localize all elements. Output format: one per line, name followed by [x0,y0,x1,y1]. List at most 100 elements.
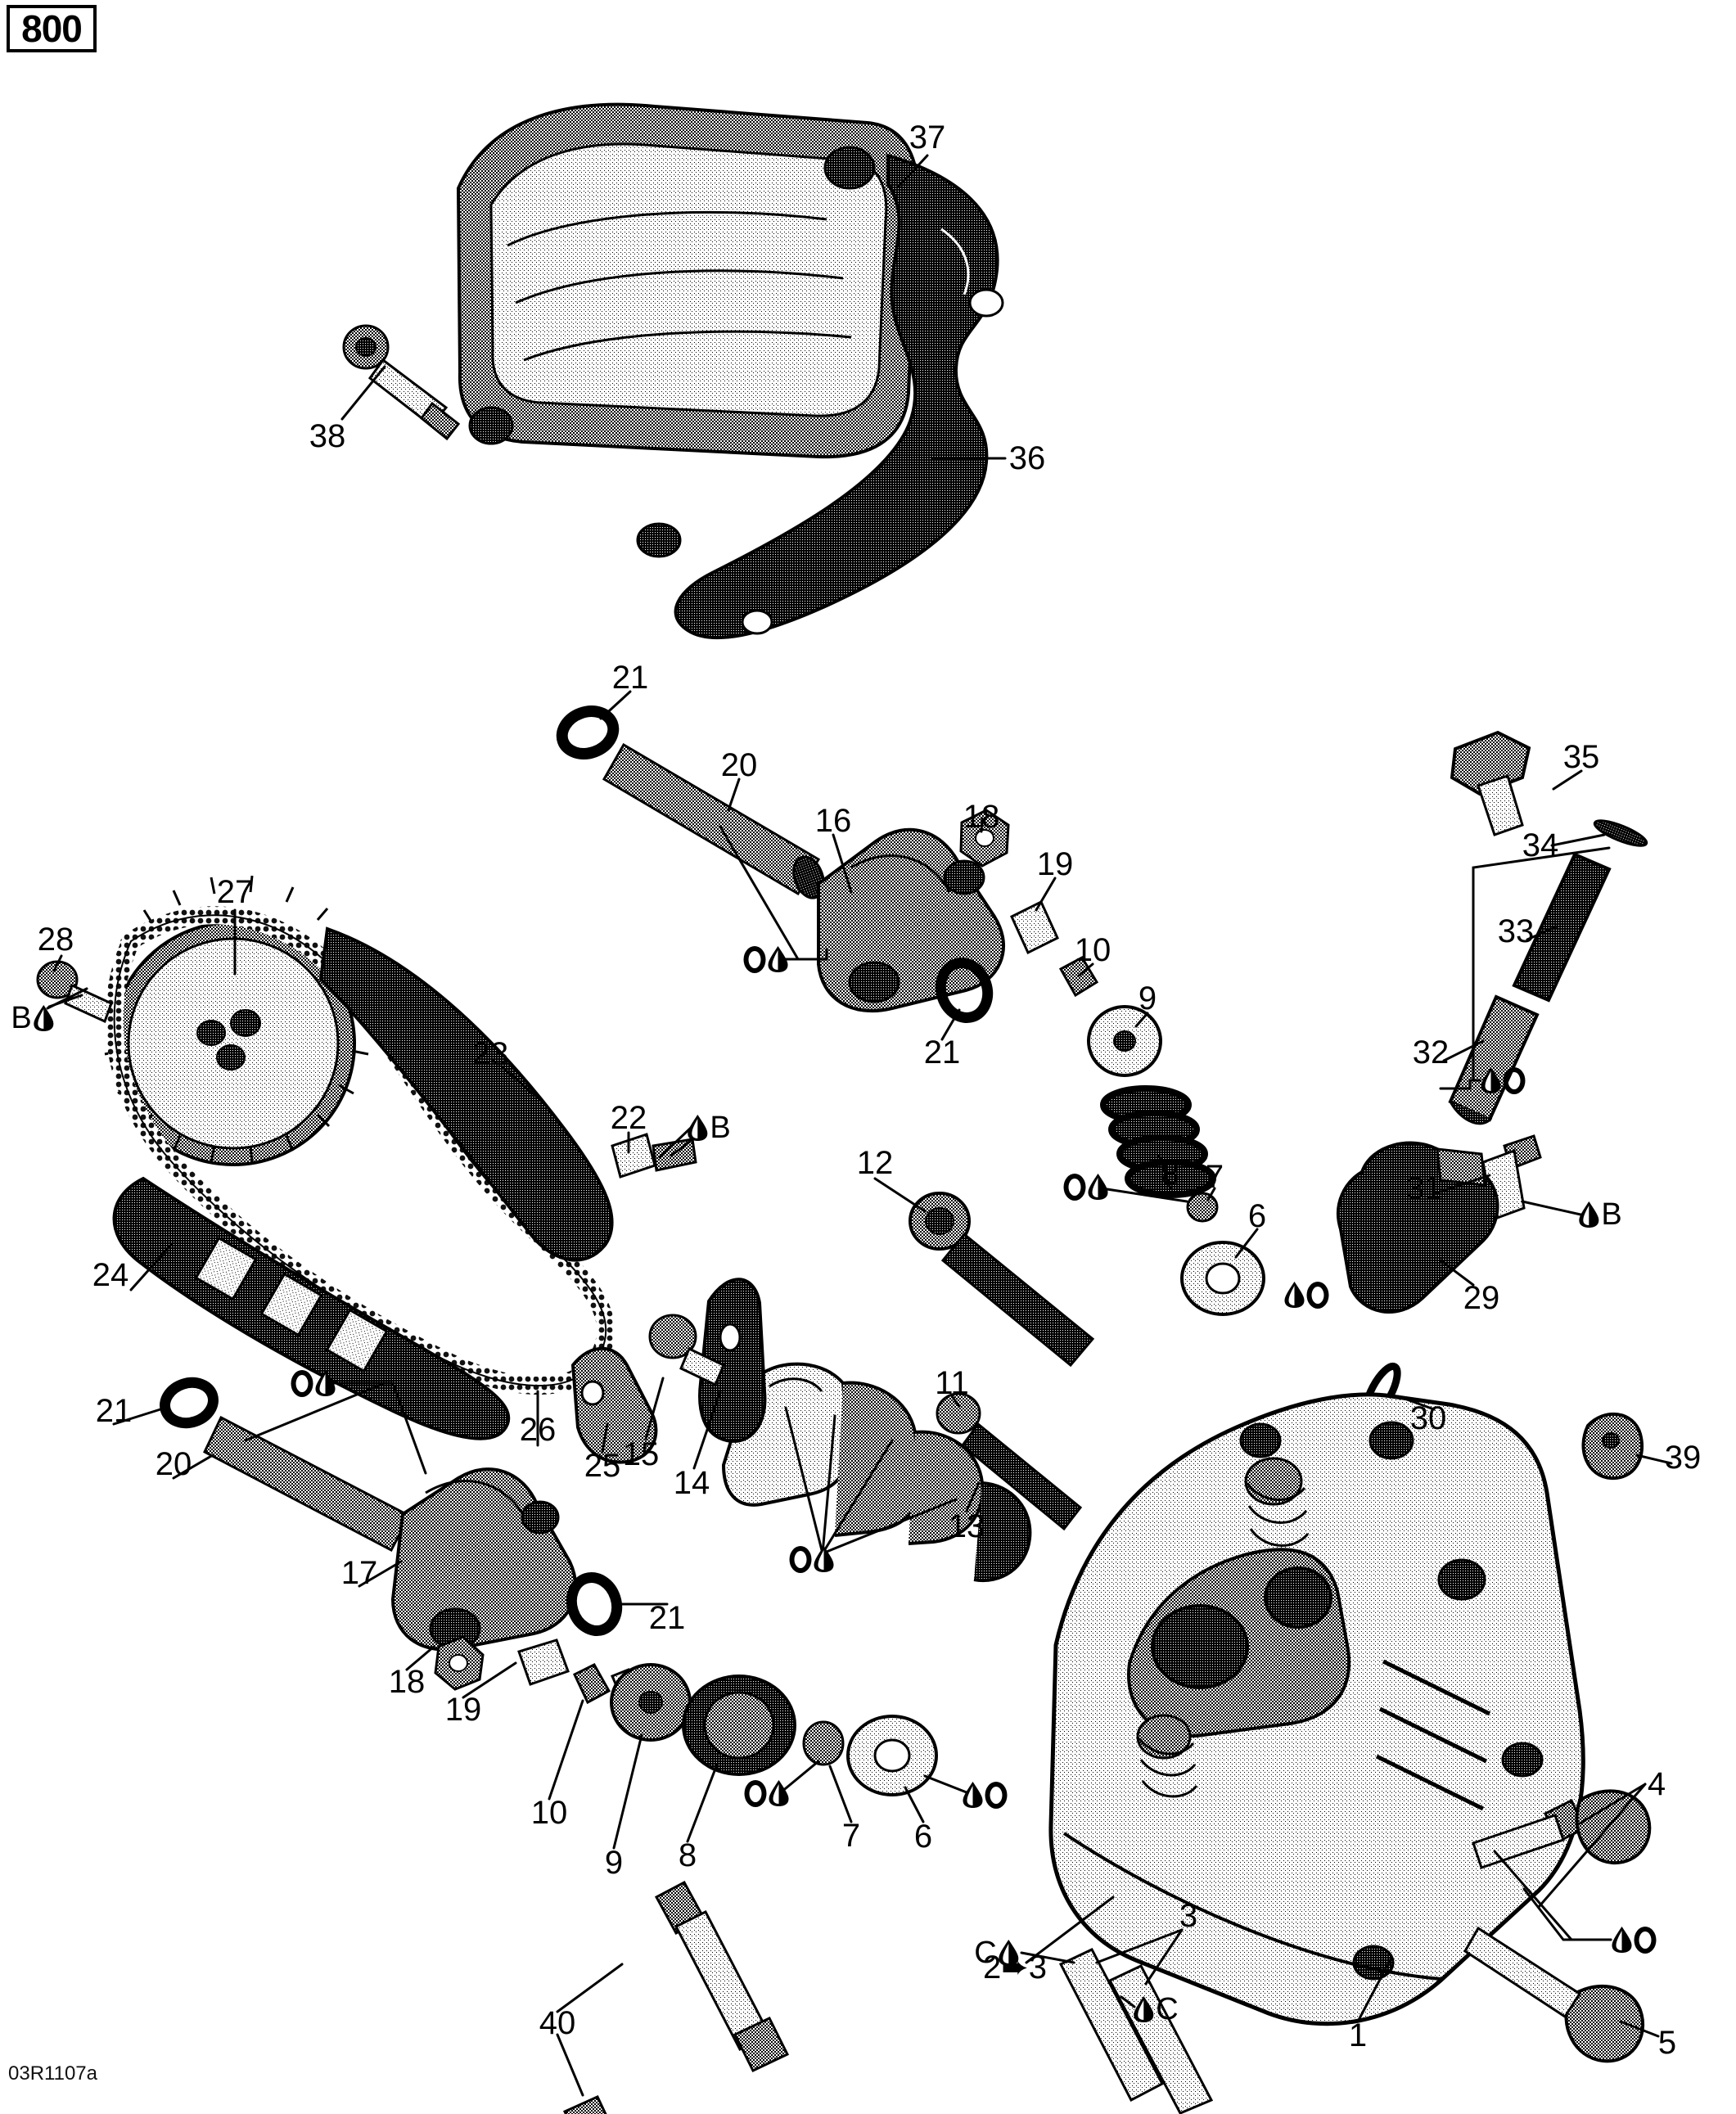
figure-code: 03R1107a [8,2062,97,2085]
leader-lines [46,154,1673,2097]
droplet-icon [34,1005,54,1031]
lube-marker-o-washer6-lower [963,1781,1008,1809]
art-oil-plug-39 [1581,1412,1644,1481]
art-oring-30 [1362,1362,1401,1421]
droplet-icon [1134,1996,1154,2022]
droplet-icon [1579,1201,1599,1228]
art-pivot-bolt-15 [648,1314,725,1387]
callout-38: 38 [309,418,346,454]
art-oring-21-mid [935,958,994,1023]
callout-1: 1 [1348,2017,1368,2053]
callout-8-upper: 8 [1161,1156,1180,1192]
callout-6-lower: 6 [913,1819,933,1855]
callout-28: 28 [37,922,74,958]
callout-39: 39 [1664,1440,1702,1476]
callout-20-lower: 20 [155,1446,192,1482]
lube-marker-o-cotter7-lower [744,1779,790,1807]
droplet-icon [963,1782,983,1808]
art-gasket-34 [1593,819,1648,847]
droplet-icon [768,946,788,972]
art-rocker-shaft-20-lower [160,1377,412,1553]
art-keeper-10-lower [573,1663,640,1705]
droplet-icon [814,1546,834,1572]
lube-marker-b-31: B [1578,1199,1622,1230]
oil-o-icon [1634,1926,1657,1954]
callout-19-lower: 19 [444,1692,482,1728]
callout-40: 40 [539,2005,576,2041]
art-tensioner-bolt-22 [611,1133,697,1179]
lube-letter: C [974,1936,997,1970]
callout-3: 3 [1179,1898,1198,1934]
callout-9-upper: 9 [1138,980,1157,1016]
art-washer-6-lower [846,1715,938,1796]
art-valve-spring-8-upper [1100,1085,1216,1198]
art-valve-spring-8-lower [682,1675,796,1776]
callout-37: 37 [909,119,946,156]
art-sprocket-27 [102,875,372,1166]
lube-marker-b-28: B [11,1003,54,1034]
callout-36: 36 [1008,440,1046,476]
lube-marker-c-dowel-left: C [974,1937,1019,1968]
lube-marker-o-washer6-upper [1284,1281,1329,1309]
art-dowel-pins-3 [1058,1948,1214,2114]
art-oring-21-lower [566,1572,623,1636]
callout-25: 25 [584,1448,621,1484]
callout-23: 23 [471,1036,509,1072]
droplet-icon [688,1115,708,1141]
oil-o-icon [1503,1066,1526,1094]
callout-9-lower: 9 [604,1845,624,1881]
callout-11: 11 [935,1365,969,1401]
art-bolt-12 [909,1192,1095,1368]
art-tensioner-blade-23 [318,926,614,1262]
callout-27: 27 [216,874,254,910]
callout-13: 13 [948,1508,985,1544]
droplet-icon [1088,1174,1108,1200]
art-retainer-9-upper [1087,1005,1162,1077]
callout-12: 12 [856,1145,894,1181]
art-adjust-screw-19-lower [517,1638,570,1686]
callout-15: 15 [622,1436,660,1472]
lube-marker-o-rocker16 [743,945,789,973]
oil-o-icon [1063,1173,1086,1201]
art-adjust-screw-19-upper [1010,899,1059,955]
callout-21-a: 21 [611,660,649,696]
art-cylinder-head-1 [1048,1392,1585,2026]
oil-o-icon [1306,1281,1329,1309]
lube-letter: B [11,1001,32,1035]
art-spark-plug-tube-40 [562,1880,790,2114]
art-timing-chain-26 [105,906,615,1395]
art-rocker-plate-14 [698,1278,767,1443]
callout-21-d: 21 [648,1600,686,1636]
art-valve-4 [1472,1789,1652,1869]
callout-19-upper: 19 [1036,846,1074,882]
art-chain-guide-24 [112,1176,511,1440]
droplet-icon [315,1370,336,1396]
callout-21-b: 21 [923,1034,961,1071]
callout-20-upper: 20 [720,747,758,783]
callout-17: 17 [340,1555,378,1591]
callout-4: 4 [1647,1766,1666,1802]
oil-o-icon [291,1369,313,1397]
callout-32: 32 [1412,1034,1450,1071]
oil-o-icon [744,1779,767,1807]
droplet-icon [1284,1282,1305,1308]
callout-35: 35 [1562,739,1600,775]
art-cover-bolt-38 [342,324,461,441]
lube-marker-o-shaft20-lower [291,1369,336,1397]
callout-6-upper: 6 [1247,1198,1267,1234]
callout-10-upper: 10 [1074,932,1111,968]
callout-33: 33 [1497,913,1535,949]
callout-22: 22 [610,1100,647,1136]
art-cap-bolt-35 [1450,730,1531,836]
art-nut-18-lower [434,1635,485,1691]
model-badge-label: 800 [21,7,83,50]
oil-o-icon [743,945,766,973]
art-plunger-32 [1448,994,1540,1125]
art-washer-6-upper [1180,1241,1265,1316]
art-rocker-shaft-20-upper [556,705,825,899]
callout-10-lower: 10 [530,1795,568,1831]
art-valve-cover-gasket [674,153,1004,640]
droplet-icon [1481,1067,1501,1093]
